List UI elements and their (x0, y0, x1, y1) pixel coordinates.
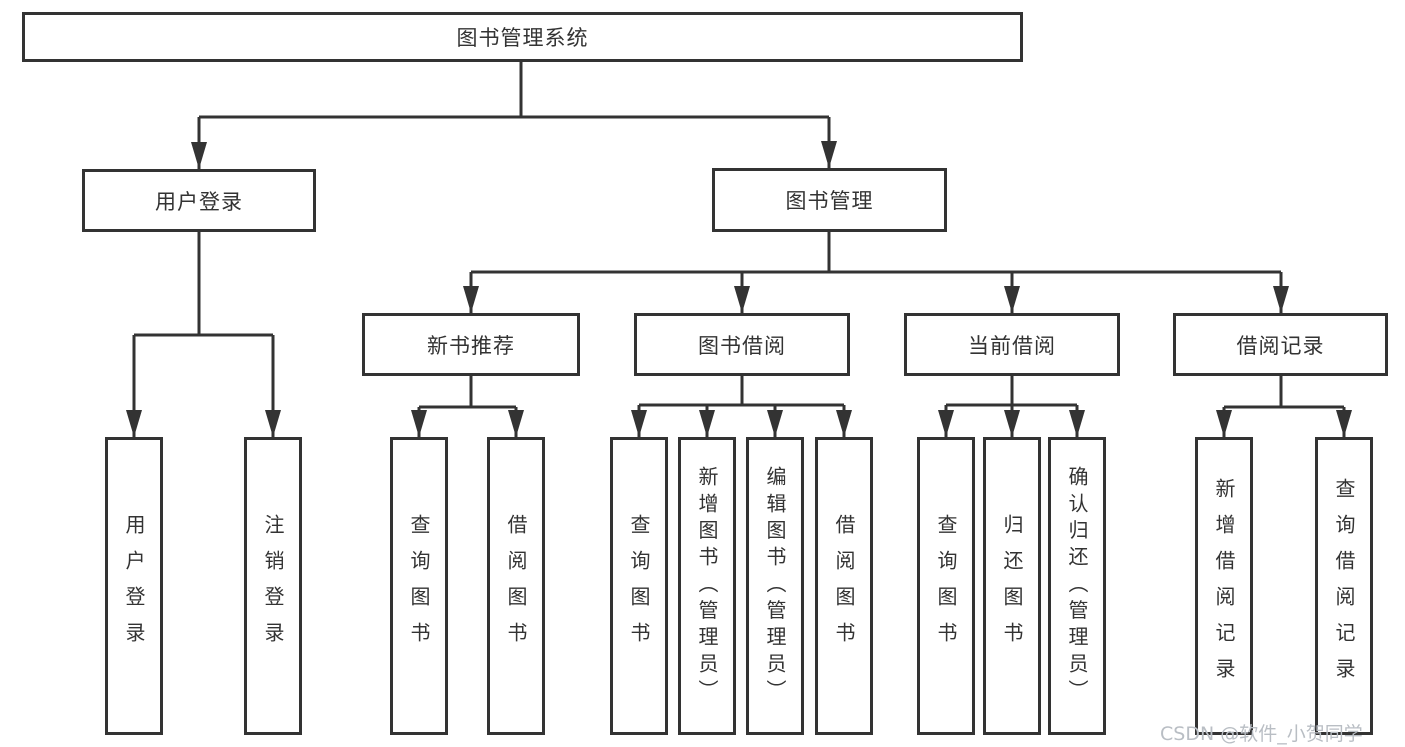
arrowhead (1216, 410, 1232, 437)
arrowhead (767, 410, 783, 437)
leaf-query-books-borrowing-label: 查询图书 (627, 514, 651, 658)
arrowhead (1273, 286, 1289, 313)
leaf-query-borrow-record-label: 查询借阅记录 (1332, 478, 1356, 694)
node-borrowing-records: 借阅记录 (1173, 313, 1388, 376)
connector-user-login-to-leaves (132, 232, 275, 437)
arrowhead (1004, 410, 1020, 437)
connector-new-book-to-leaves (417, 376, 518, 437)
arrowhead (821, 141, 837, 168)
leaf-edit-book-admin: 编辑图书（管理员） (746, 437, 804, 735)
arrowhead (1004, 286, 1020, 313)
leaf-query-books-borrowing: 查询图书 (610, 437, 668, 735)
arrowhead (938, 410, 954, 437)
arrowhead (126, 410, 142, 437)
connector-book-management-to-sections (469, 232, 1283, 313)
leaf-add-book-admin: 新增图书（管理员） (678, 437, 736, 735)
arrowhead (1336, 410, 1352, 437)
leaf-return-book: 归还图书 (983, 437, 1041, 735)
node-root-label: 图书管理系统 (456, 26, 589, 50)
node-book-management: 图书管理 (712, 168, 947, 232)
node-current-borrowing-label: 当前借阅 (968, 333, 1056, 358)
leaf-query-books-current: 查询图书 (917, 437, 975, 735)
leaf-confirm-return-admin: 确认归还（管理员） (1048, 437, 1106, 735)
leaf-query-books-recommend-label: 查询图书 (407, 514, 431, 658)
node-user-login: 用户登录 (82, 169, 316, 232)
leaf-borrow-books-recommend-label: 借阅图书 (504, 514, 528, 658)
leaf-confirm-return-admin-label: 确认归还（管理员） (1065, 466, 1089, 706)
leaf-borrow-books: 借阅图书 (815, 437, 873, 735)
leaf-logout: 注销登录 (244, 437, 302, 735)
arrowhead (734, 286, 750, 313)
leaf-query-books-recommend: 查询图书 (390, 437, 448, 735)
connector-borrow-records-to-leaves (1222, 376, 1346, 437)
leaf-add-borrow-record-label: 新增借阅记录 (1212, 478, 1236, 694)
node-new-book-recommendation-label: 新书推荐 (427, 333, 515, 358)
node-book-management-label: 图书管理 (785, 189, 874, 213)
arrowhead (463, 286, 479, 313)
leaf-return-book-label: 归还图书 (1000, 514, 1024, 658)
node-book-borrowing: 图书借阅 (634, 313, 850, 376)
leaf-borrow-books-label: 借阅图书 (832, 514, 856, 658)
leaf-query-books-current-label: 查询图书 (934, 514, 958, 658)
arrowhead (699, 410, 715, 437)
leaf-borrow-books-recommend: 借阅图书 (487, 437, 545, 735)
leaf-edit-book-admin-label: 编辑图书（管理员） (763, 466, 787, 706)
arrowhead (1069, 410, 1085, 437)
node-new-book-recommendation: 新书推荐 (362, 313, 580, 376)
node-current-borrowing: 当前借阅 (904, 313, 1120, 376)
node-user-login-label: 用户登录 (155, 189, 243, 214)
node-borrowing-records-label: 借阅记录 (1236, 333, 1325, 358)
node-root: 图书管理系统 (22, 12, 1023, 62)
arrowhead (631, 410, 647, 437)
watermark: CSDN @软件_小贺同学 (1160, 723, 1363, 745)
leaf-user-login-label: 用户登录 (122, 514, 146, 658)
arrowhead (508, 410, 524, 437)
connector-root-to-level2 (197, 62, 831, 169)
leaf-query-borrow-record: 查询借阅记录 (1315, 437, 1373, 735)
leaf-add-borrow-record: 新增借阅记录 (1195, 437, 1253, 735)
arrowhead (411, 410, 427, 437)
leaf-logout-label: 注销登录 (261, 514, 285, 658)
connector-current-borrowing-to-leaves (944, 376, 1079, 437)
leaf-user-login: 用户登录 (105, 437, 163, 735)
node-book-borrowing-label: 图书借阅 (698, 333, 786, 358)
arrowhead (191, 142, 207, 169)
leaf-add-book-admin-label: 新增图书（管理员） (695, 466, 719, 706)
arrowhead (265, 410, 281, 437)
connector-book-borrowing-to-leaves (637, 376, 846, 437)
arrowhead (836, 410, 852, 437)
